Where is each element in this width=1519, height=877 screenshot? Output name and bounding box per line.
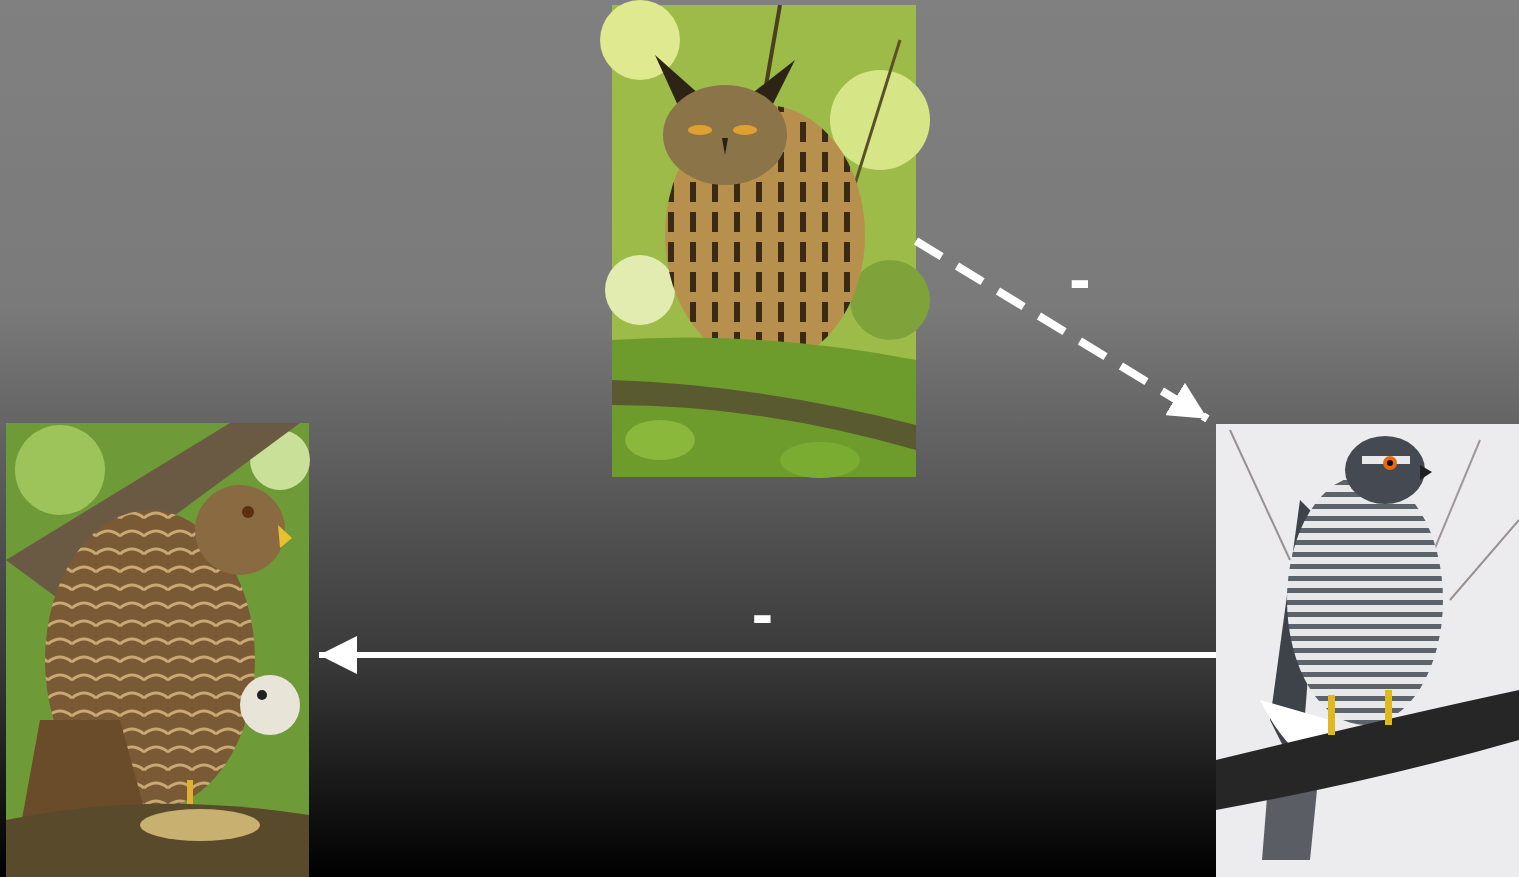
buzzard-photo [6,423,310,877]
photo-frame [1216,424,1519,877]
dashed-arrow [916,241,1207,419]
photo-frame [612,5,916,477]
sign-label: - [752,582,773,646]
photo-frame [6,423,309,877]
solid-arrow [319,652,1216,658]
goshawk-photo [1216,424,1519,877]
sign-label: - [1069,247,1090,311]
owl-photo [600,0,930,478]
